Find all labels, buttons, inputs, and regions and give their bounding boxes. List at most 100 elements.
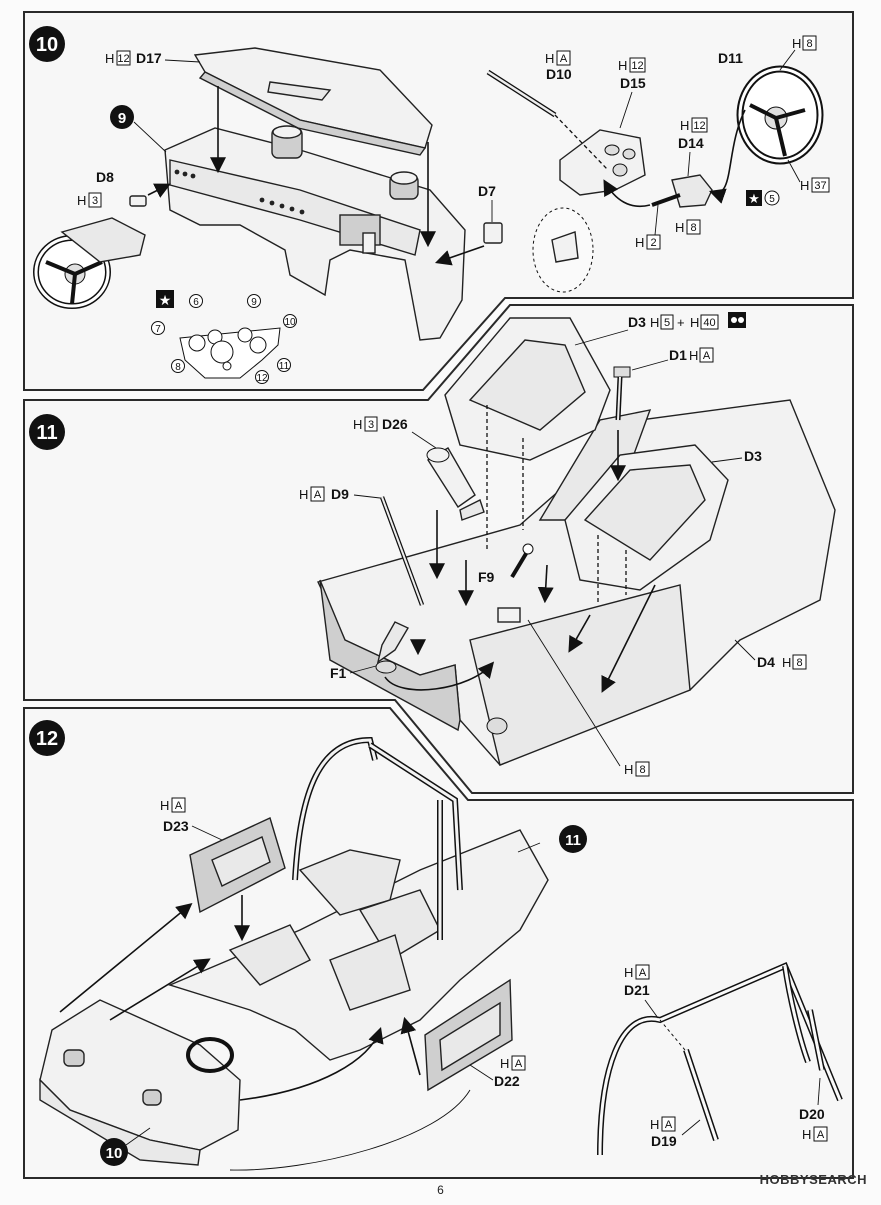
svg-text:12: 12 bbox=[36, 728, 58, 750]
callout-subassembly-9: 9 bbox=[110, 105, 167, 153]
svg-text:11: 11 bbox=[565, 832, 581, 849]
svg-text:H: H bbox=[650, 315, 659, 330]
svg-text:37: 37 bbox=[814, 180, 826, 192]
arrow-d14 bbox=[603, 179, 651, 207]
svg-text:2: 2 bbox=[650, 237, 656, 249]
seat-part-d3-installed bbox=[564, 444, 729, 591]
svg-text:H: H bbox=[802, 1127, 811, 1142]
callout-ref-step-10: 10 bbox=[100, 1127, 151, 1166]
svg-text:3: 3 bbox=[368, 419, 374, 431]
svg-text:H: H bbox=[624, 762, 633, 777]
svg-text:D17: D17 bbox=[136, 50, 162, 66]
gauge-pod-part-d15 bbox=[559, 129, 646, 196]
svg-text:12: 12 bbox=[631, 60, 643, 72]
svg-text:★: ★ bbox=[748, 191, 760, 206]
svg-text:10: 10 bbox=[36, 34, 58, 56]
svg-text:7: 7 bbox=[155, 324, 161, 335]
svg-text:H: H bbox=[635, 235, 644, 250]
leader-ref11 bbox=[517, 842, 541, 853]
callout-star5: ★ 5 bbox=[746, 190, 780, 206]
canister-part-d26 bbox=[426, 447, 485, 521]
steering-wheel-part-d11 bbox=[736, 65, 824, 165]
svg-text:A: A bbox=[560, 53, 568, 65]
callout-d11: D11 H 8 bbox=[718, 35, 817, 71]
callout-h12-d14: H 12 D14 bbox=[678, 117, 708, 177]
svg-text:H: H bbox=[675, 220, 684, 235]
callout-h12-d17: H 12 D17 bbox=[105, 50, 201, 66]
svg-text:9: 9 bbox=[251, 297, 257, 308]
lever-part-f9 bbox=[497, 543, 534, 623]
svg-text:D20: D20 bbox=[799, 1106, 825, 1122]
arrow-d8 bbox=[147, 183, 171, 198]
svg-text:A: A bbox=[665, 1119, 673, 1131]
callout-d1: D1 H A bbox=[631, 347, 714, 371]
svg-text:A: A bbox=[175, 800, 183, 812]
callout-d3-side: D3 bbox=[711, 448, 762, 464]
callout-d7: D7 bbox=[478, 183, 496, 222]
step-10-badge: 10 bbox=[29, 26, 65, 62]
callout-d26: H 3 D26 bbox=[353, 416, 437, 449]
svg-text:★: ★ bbox=[159, 292, 172, 308]
svg-text:8: 8 bbox=[175, 362, 181, 373]
svg-text:8: 8 bbox=[796, 657, 802, 669]
svg-text:11: 11 bbox=[279, 361, 290, 372]
gauge-decal-diagram: ★ bbox=[156, 290, 281, 379]
bracket-part-d7 bbox=[483, 222, 503, 244]
steering-wheel-left bbox=[33, 217, 146, 309]
svg-text:D4: D4 bbox=[757, 654, 775, 670]
svg-text:D14: D14 bbox=[678, 135, 704, 151]
svg-text:10: 10 bbox=[106, 1145, 123, 1162]
pedal-part-f1 bbox=[375, 621, 409, 674]
svg-text:H: H bbox=[299, 487, 308, 502]
svg-text:H: H bbox=[618, 58, 627, 73]
svg-text:12: 12 bbox=[693, 120, 705, 132]
svg-text:H: H bbox=[689, 348, 698, 363]
svg-text:H: H bbox=[624, 965, 633, 980]
svg-text:5: 5 bbox=[769, 194, 775, 205]
arrow-seat-right bbox=[601, 584, 656, 693]
steering-column-part-d10 bbox=[486, 69, 557, 118]
callout-h12-d15: H 12 D15 bbox=[618, 57, 646, 129]
page-number: 6 bbox=[437, 1183, 444, 1197]
svg-text:H: H bbox=[545, 51, 554, 66]
dashboard-assembly bbox=[39, 999, 241, 1166]
svg-text:H: H bbox=[690, 315, 699, 330]
door-panel-part-d22 bbox=[424, 978, 513, 1092]
dashboard-visor-part bbox=[193, 47, 433, 156]
svg-text:H: H bbox=[680, 118, 689, 133]
svg-text:+: + bbox=[677, 315, 685, 330]
label-f1: F1 bbox=[330, 665, 347, 681]
callout-d9: H A D9 bbox=[299, 486, 381, 502]
callout-d21: H A D21 bbox=[624, 964, 659, 1019]
callout-d20: D20 H A bbox=[799, 1077, 828, 1142]
svg-text:D9: D9 bbox=[331, 486, 349, 502]
svg-text:A: A bbox=[314, 489, 322, 501]
callout-ref-step-11: 11 bbox=[559, 825, 587, 853]
svg-text:8: 8 bbox=[639, 764, 645, 776]
svg-text:D19: D19 bbox=[651, 1133, 677, 1149]
svg-text:D15: D15 bbox=[620, 75, 646, 91]
svg-text:6: 6 bbox=[193, 297, 199, 308]
svg-text:D22: D22 bbox=[494, 1073, 520, 1089]
svg-text:10: 10 bbox=[284, 317, 296, 328]
svg-text:5: 5 bbox=[664, 317, 670, 329]
svg-text:H: H bbox=[160, 798, 169, 813]
detail-callout bbox=[532, 207, 594, 293]
svg-text:H: H bbox=[77, 193, 86, 208]
svg-text:H: H bbox=[792, 36, 801, 51]
callout-d22: H A D22 bbox=[469, 1055, 526, 1089]
svg-text:40: 40 bbox=[703, 317, 715, 329]
svg-text:H: H bbox=[800, 178, 809, 193]
arrow-dash-to-tub-1 bbox=[59, 902, 193, 1013]
callout-d8: D8 H 3 bbox=[77, 169, 147, 208]
callout-h8-bottom: H 8 bbox=[624, 761, 650, 777]
svg-text:3: 3 bbox=[92, 195, 98, 207]
svg-text:A: A bbox=[515, 1058, 523, 1070]
svg-text:D21: D21 bbox=[624, 982, 650, 998]
arrow-seat-left bbox=[568, 614, 591, 653]
svg-text:D3: D3 bbox=[744, 448, 762, 464]
svg-text:A: A bbox=[639, 967, 647, 979]
svg-text:H: H bbox=[650, 1117, 659, 1132]
